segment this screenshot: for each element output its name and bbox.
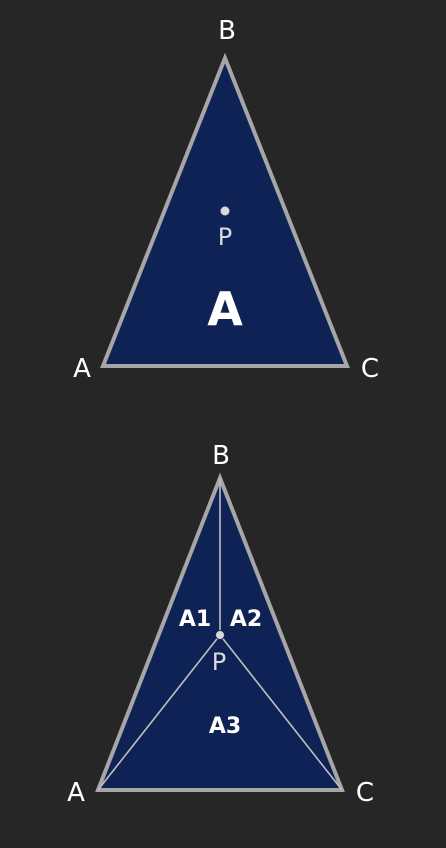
segment-pc (219, 634, 343, 791)
top-vertex-b-label: B (218, 16, 236, 46)
bottom-point-p-label: P (212, 648, 226, 676)
area-a1-label: A1 (179, 607, 211, 632)
top-figure: P A B A C (73, 16, 379, 384)
bottom-vertex-a-label: A (67, 778, 85, 808)
bottom-figure: P A1 A2 A3 B A C (67, 441, 374, 808)
area-a2-label: A2 (230, 607, 262, 632)
bottom-point-p-marker (215, 630, 225, 640)
bottom-vertex-b-label: B (212, 441, 230, 471)
top-vertex-c-label: C (361, 354, 379, 384)
top-area-label: A (207, 282, 243, 336)
top-vertex-a-label: A (73, 354, 91, 384)
top-point-p-marker (220, 206, 230, 216)
segment-pa (97, 634, 221, 791)
area-a3-label: A3 (209, 714, 241, 739)
top-point-p-label: P (218, 223, 232, 251)
bottom-vertex-c-label: C (356, 778, 374, 808)
